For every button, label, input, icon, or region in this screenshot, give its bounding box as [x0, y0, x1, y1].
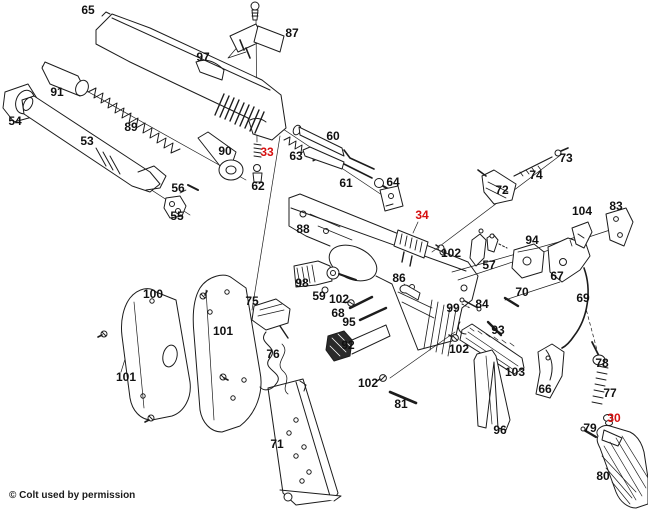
- slide-stop: [293, 260, 357, 288]
- part-label-76: 76: [266, 347, 280, 361]
- part-label-56: 56: [171, 181, 185, 195]
- slide: [95, 11, 287, 141]
- part-label-69: 69: [576, 291, 590, 305]
- firing-pin-stop: [379, 185, 404, 212]
- part-label-60: 60: [326, 129, 340, 143]
- part-label-79: 79: [583, 421, 597, 435]
- plunger-tube: [251, 298, 291, 339]
- small-pins-right: [376, 244, 520, 405]
- mainspring-parts: [580, 341, 613, 439]
- part-label-91: 91: [50, 85, 64, 99]
- part-label-71: 71: [270, 437, 284, 451]
- part-label-63: 63: [289, 149, 303, 163]
- magazine: [267, 378, 342, 506]
- part-label-103: 103: [504, 365, 526, 379]
- part-label-72: 72: [495, 183, 509, 197]
- part-label-74: 74: [529, 168, 543, 182]
- part-label-97: 97: [196, 50, 210, 64]
- part-label-67: 67: [550, 269, 564, 283]
- trigger: [325, 324, 391, 362]
- part-label-93: 93: [491, 323, 505, 337]
- part-label-104: 104: [571, 204, 593, 218]
- part-label-53: 53: [80, 134, 94, 148]
- part-label-70: 70: [515, 285, 529, 299]
- axis-lines: [9, 17, 611, 415]
- sear-parts: [469, 228, 508, 267]
- mainspring-housing: [596, 425, 648, 509]
- part-label-34: 34: [415, 208, 429, 222]
- part-label-102: 102: [440, 246, 462, 260]
- plunger-62: [252, 164, 263, 183]
- rear-sight: [229, 1, 285, 59]
- part-label-102: 102: [357, 376, 379, 390]
- part-label-75: 75: [245, 294, 259, 308]
- firing-pin-spring-small: [253, 143, 262, 158]
- part-label-68: 68: [331, 306, 345, 320]
- wire-springs: [259, 331, 289, 395]
- copyright-notice: © Colt used by permission: [9, 490, 136, 501]
- part-label-89: 89: [124, 120, 138, 134]
- grip-safety: [535, 343, 565, 399]
- part-label-98: 98: [295, 276, 309, 290]
- part-label-33: 33: [260, 145, 274, 159]
- part-label-95: 95: [342, 315, 356, 329]
- part-label-57: 57: [482, 258, 496, 272]
- part-label-64: 64: [386, 175, 400, 189]
- part-104: [571, 221, 593, 249]
- ejector: [393, 229, 429, 267]
- recoil-spring: [87, 87, 181, 154]
- barrel: [21, 95, 167, 193]
- part-label-94: 94: [525, 233, 539, 247]
- part-label-99: 99: [446, 301, 460, 315]
- part-label-96: 96: [493, 423, 507, 437]
- recoil-spring-plug: [41, 61, 89, 97]
- part-label-90: 90: [218, 144, 232, 158]
- recoil-spring-guide: [197, 131, 244, 181]
- part-label-65: 65: [81, 3, 95, 17]
- part-label-78: 78: [595, 356, 609, 370]
- part-label-87: 87: [285, 26, 299, 40]
- safety-lock: [477, 147, 569, 205]
- grip-screws: [97, 290, 229, 423]
- part-label-77: 77: [603, 386, 617, 400]
- part-94: [511, 243, 545, 279]
- part-label-86: 86: [392, 271, 406, 285]
- part-label-101: 101: [212, 324, 234, 338]
- part-label-100: 100: [142, 287, 164, 301]
- part-label-84: 84: [475, 297, 489, 311]
- part-label-62: 62: [251, 179, 265, 193]
- part-label-92: 92: [341, 338, 355, 352]
- part-label-101: 101: [115, 370, 137, 384]
- small-pins-center: [321, 286, 388, 322]
- grip-panel-right: [192, 274, 262, 433]
- part-label-102: 102: [448, 342, 470, 356]
- part-label-83: 83: [609, 199, 623, 213]
- part-label-55: 55: [170, 209, 184, 223]
- part-label-73: 73: [559, 151, 573, 165]
- barrel-link: [163, 184, 199, 219]
- part-label-61: 61: [339, 176, 353, 190]
- part-label-54: 54: [8, 114, 22, 128]
- part-label-66: 66: [538, 382, 552, 396]
- slide-serrations: [214, 93, 265, 134]
- firing-pin: [292, 124, 375, 170]
- part-label-81: 81: [394, 397, 408, 411]
- grip-panel-left: [121, 288, 191, 421]
- part-label-102: 102: [328, 292, 350, 306]
- part-label-59: 59: [312, 289, 326, 303]
- part-label-80: 80: [596, 469, 610, 483]
- part-83: [605, 207, 634, 247]
- part-96: [473, 349, 511, 431]
- magazine-catch: [399, 284, 421, 301]
- part-label-88: 88: [296, 222, 310, 236]
- part-label-30: 30: [607, 411, 621, 425]
